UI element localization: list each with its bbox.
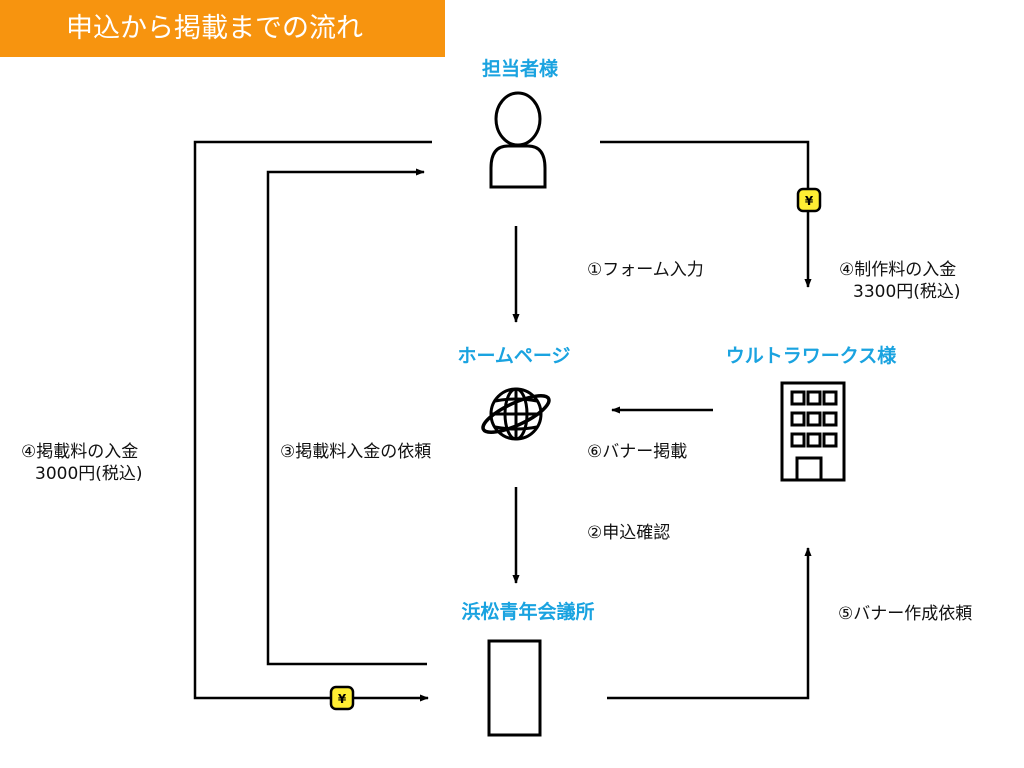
step-listing-fee-title: ④掲載料の入金 <box>21 442 139 462</box>
node-label-person: 担当者様 <box>481 58 559 80</box>
arrow-person-to-chamber <box>193 140 432 702</box>
step-production-fee-amount: 3300円(税込) <box>853 282 961 302</box>
step-listing-fee: ④掲載料の入金 3000円(税込) <box>21 441 143 485</box>
step-listing-fee-amount: 3000円(税込) <box>35 464 143 484</box>
step-banner-request: ⑤バナー作成依頼 <box>838 604 973 624</box>
page-title: 申込から掲載までの流れ <box>0 0 445 57</box>
step-banner-post: ⑥バナー掲載 <box>587 442 688 462</box>
door-icon <box>487 639 542 737</box>
step-confirm: ②申込確認 <box>587 523 671 543</box>
node-label-chamber: 浜松青年会議所 <box>461 601 595 623</box>
step-form-input: ①フォーム入力 <box>587 260 704 280</box>
step-production-fee-title: ④制作料の入金 <box>839 260 957 280</box>
svg-text:¥: ¥ <box>338 692 347 706</box>
node-label-ultraworks: ウルトラワークス様 <box>725 345 897 367</box>
globe-icon <box>481 387 551 441</box>
building-icon <box>780 381 846 482</box>
arrow-chamber-to-ultraworks <box>607 547 812 700</box>
node-label-homepage: ホームページ <box>457 345 571 367</box>
yen-badge: ¥ <box>329 685 355 711</box>
arrow-person-to-ultraworks <box>600 140 812 288</box>
yen-badge: ¥ <box>796 187 822 213</box>
arrow-chamber-to-person <box>266 168 427 666</box>
step-request-fee: ③掲載料入金の依頼 <box>280 442 432 462</box>
person-icon <box>489 91 547 189</box>
step-production-fee: ④制作料の入金 3300円(税込) <box>839 259 961 303</box>
svg-text:¥: ¥ <box>805 194 814 208</box>
